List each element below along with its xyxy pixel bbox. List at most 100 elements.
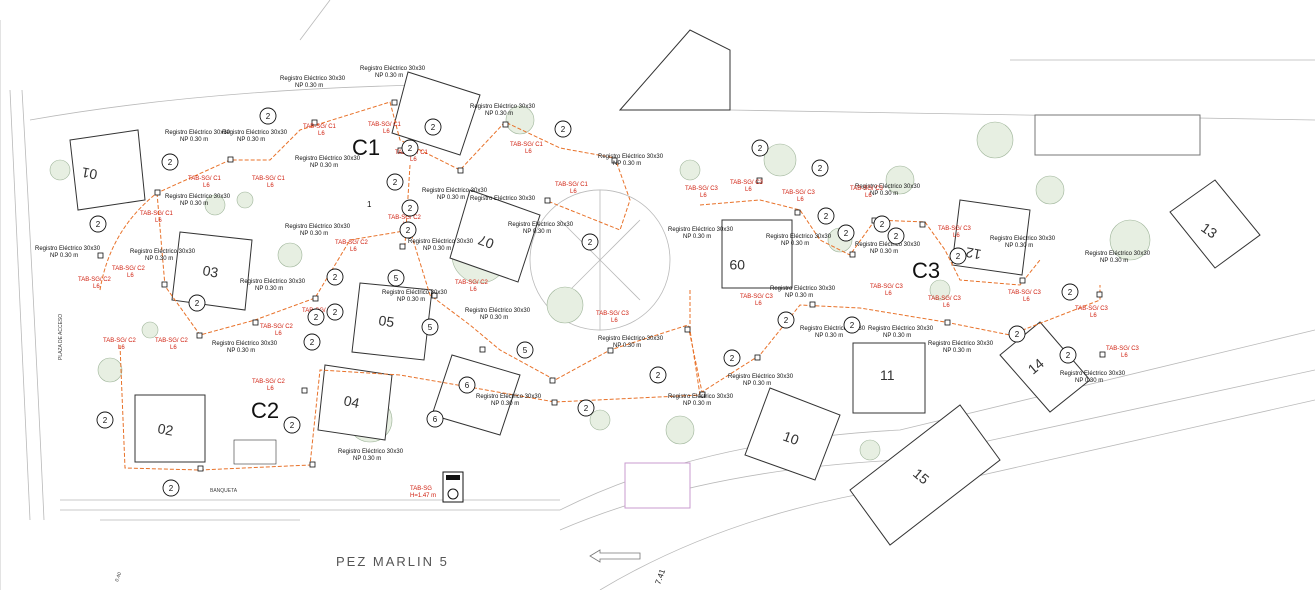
svg-text:Registro Eléctrico 30x30: Registro Eléctrico 30x30 bbox=[1085, 251, 1151, 257]
circle-marker-label: 2 bbox=[310, 338, 315, 347]
svg-text:L6: L6 bbox=[885, 291, 892, 297]
svg-text:L6: L6 bbox=[570, 189, 577, 195]
svg-text:Registro Eléctrico 30x30: Registro Eléctrico 30x30 bbox=[668, 227, 734, 233]
svg-text:L6: L6 bbox=[745, 187, 752, 193]
svg-text:L6: L6 bbox=[1090, 313, 1097, 319]
circle-marker: 2 bbox=[887, 227, 905, 245]
svg-text:TAB-SG/ C2: TAB-SG/ C2 bbox=[335, 240, 369, 246]
unit-06-outline bbox=[391, 71, 481, 156]
svg-text:TAB-SG/ C2: TAB-SG/ C2 bbox=[260, 324, 294, 330]
unit-10-outline bbox=[744, 387, 841, 481]
zone-c3-label: C3 bbox=[912, 258, 940, 283]
svg-text:L6: L6 bbox=[318, 131, 325, 137]
circle-marker: 2 bbox=[723, 349, 741, 367]
svg-text:Registro Eléctrico 30x30: Registro Eléctrico 30x30 bbox=[280, 76, 346, 82]
unit-03-outline bbox=[171, 231, 253, 311]
circle-marker-label: 6 bbox=[465, 381, 470, 390]
circle-marker-label: 2 bbox=[1068, 288, 1073, 297]
circle-marker-label: 2 bbox=[584, 404, 589, 413]
circle-marker-label: 2 bbox=[408, 204, 413, 213]
svg-text:Registro Eléctrico 30x30: Registro Eléctrico 30x30 bbox=[770, 286, 836, 292]
svg-text:NP 0.30 m: NP 0.30 m bbox=[523, 229, 551, 235]
circle-marker-label: 2 bbox=[168, 158, 173, 167]
circle-marker-label: 2 bbox=[1066, 351, 1071, 360]
circle-marker-label: 2 bbox=[1015, 330, 1020, 339]
unit-05-label: 05 bbox=[378, 312, 396, 330]
svg-text:L6: L6 bbox=[953, 233, 960, 239]
svg-text:Registro Eléctrico 30x30: Registro Eléctrico 30x30 bbox=[422, 188, 488, 194]
circle-marker: 2 bbox=[326, 268, 344, 286]
svg-text:L6: L6 bbox=[410, 157, 417, 163]
circle-marker: 2 bbox=[1059, 346, 1077, 364]
svg-text:NP 0.30 m: NP 0.30 m bbox=[227, 348, 255, 354]
svg-text:Registro Eléctrico 30x30: Registro Eléctrico 30x30 bbox=[928, 341, 994, 347]
circle-marker-label: 2 bbox=[956, 252, 961, 261]
circle-marker-label: 2 bbox=[333, 273, 338, 282]
svg-text:NP 0.30 m: NP 0.30 m bbox=[423, 246, 451, 252]
svg-text:NP 0.30 m: NP 0.30 m bbox=[375, 73, 403, 79]
zone-c2-label: C2 bbox=[251, 398, 279, 423]
circle-marker-label: 2 bbox=[844, 229, 849, 238]
svg-text:NP 0.30 m: NP 0.30 m bbox=[870, 191, 898, 197]
circle-marker-label: 2 bbox=[195, 299, 200, 308]
unit-09-label: 09 bbox=[729, 257, 745, 273]
svg-text:NP 0.30 m: NP 0.30 m bbox=[781, 241, 809, 247]
svg-text:NP 0.30 m: NP 0.30 m bbox=[683, 234, 711, 240]
unit-01-label: 01 bbox=[80, 164, 98, 182]
circle-marker-label: 2 bbox=[880, 220, 885, 229]
circle-marker: 2 bbox=[751, 139, 769, 157]
svg-text:NP 0.30 m: NP 0.30 m bbox=[353, 456, 381, 462]
circle-marker-label: 2 bbox=[818, 164, 823, 173]
circle-marker: 2 bbox=[873, 215, 891, 233]
circle-marker: 2 bbox=[401, 139, 419, 157]
circle-marker-label: 2 bbox=[431, 123, 436, 132]
circle-marker: 2 bbox=[1061, 283, 1079, 301]
circle-marker-label: 2 bbox=[784, 316, 789, 325]
circle-marker-label: 5 bbox=[428, 323, 433, 332]
circle-marker-label: 2 bbox=[850, 321, 855, 330]
svg-text:L6: L6 bbox=[470, 287, 477, 293]
unit-14-outline bbox=[999, 321, 1091, 413]
circle-marker-label: 2 bbox=[169, 484, 174, 493]
circle-marker: 6 bbox=[426, 410, 444, 428]
circle-marker: 2 bbox=[96, 411, 114, 429]
svg-text:NP 0.30 m: NP 0.30 m bbox=[1100, 258, 1128, 264]
svg-text:H=1.47 m: H=1.47 m bbox=[410, 493, 436, 499]
svg-text:Registro Eléctrico 30x30: Registro Eléctrico 30x30 bbox=[598, 336, 664, 342]
svg-text:NP 0.30 m: NP 0.30 m bbox=[743, 381, 771, 387]
svg-text:TAB-SG/ C3: TAB-SG/ C3 bbox=[928, 296, 962, 302]
svg-text:Registro Eléctrico 30x30: Registro Eléctrico 30x30 bbox=[476, 394, 542, 400]
level-note: 7.41 bbox=[653, 567, 667, 585]
circle-marker-label: 2 bbox=[406, 226, 411, 235]
circle-marker: 2 bbox=[837, 224, 855, 242]
svg-text:Registro Eléctrico 30x30: Registro Eléctrico 30x30 bbox=[240, 279, 306, 285]
